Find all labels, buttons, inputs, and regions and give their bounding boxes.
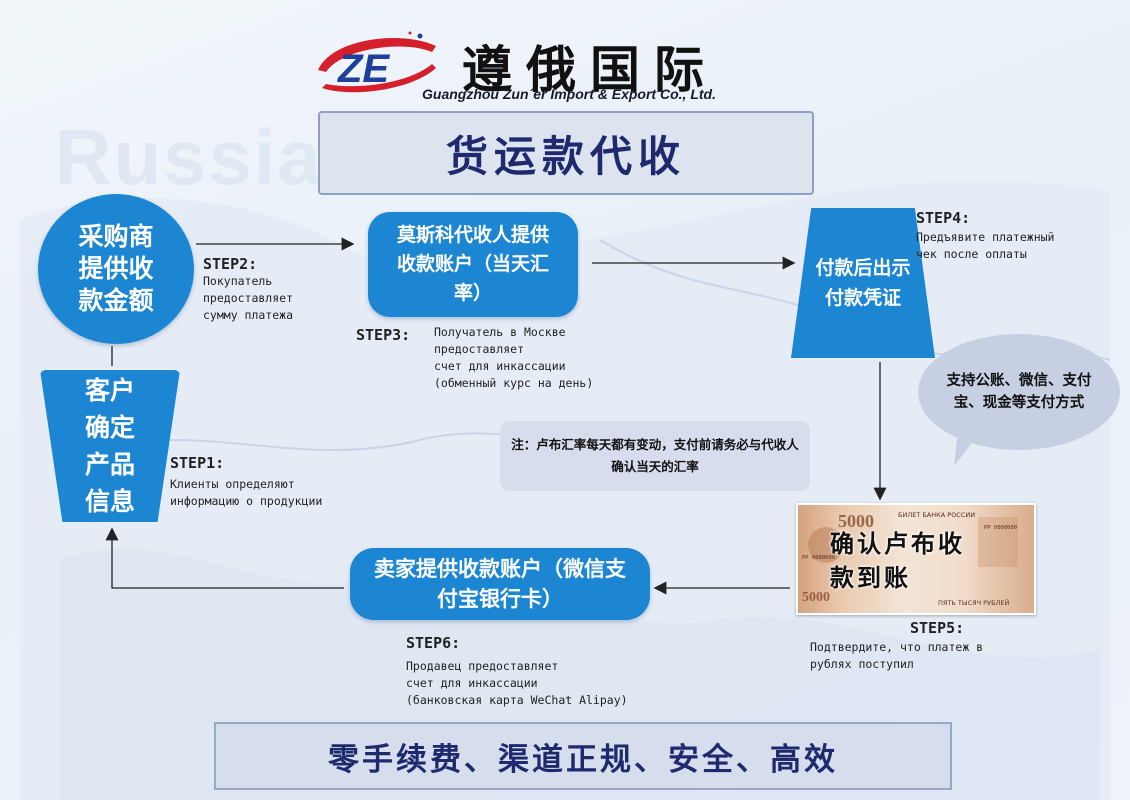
- banknote-serial: РР 0000000: [984, 525, 1017, 531]
- banknote-artwork: 5000 5000 БИЛЕТ БАНКА РОССИИ РР 0000000 …: [802, 511, 1018, 607]
- exchange-rate-note: 注：卢布汇率每天都有变动，支付前请务必与代收人确认当天的汇率: [500, 421, 810, 491]
- step5-text: Подтвердите, что платеж в рублях поступи…: [810, 640, 984, 671]
- node-moscow-agent: 莫斯科代收人提供收款账户（当天汇率）: [368, 212, 578, 317]
- company-name-chinese: 遵俄国际: [462, 41, 718, 99]
- node-moscow-agent-label: 莫斯科代收人提供收款账户（当天汇率）: [396, 224, 549, 304]
- step6-text: Продавец предоставляет счет для инкассац…: [406, 659, 628, 707]
- confirm-rubles-label: 确认卢布收款到账: [830, 530, 965, 592]
- step4-label: STEP4:: [916, 209, 971, 227]
- page-title: 货运款代收: [445, 131, 686, 181]
- background-watermark: Russia: [55, 113, 323, 201]
- logo-text: ZE: [337, 47, 390, 91]
- node-payment-proof: 付款后出示付款凭证: [791, 208, 935, 358]
- step3-text: Получатель в Москве предоставляет счет д…: [434, 325, 594, 390]
- node-seller-account-label: 卖家提供收款账户（微信支付宝银行卡）: [374, 557, 626, 611]
- payment-methods-bubble: 支持公账、微信、支付宝、现金等支付方式: [918, 334, 1120, 450]
- step1-label: STEP1:: [170, 454, 225, 472]
- banknote-serial-left: РР 0000000: [802, 555, 835, 561]
- arrow-step6: [105, 527, 344, 589]
- step5-label: STEP5:: [910, 619, 965, 637]
- banknote-denomination-corner: 5000: [802, 590, 830, 605]
- banknote-amount-words: ПЯТЬ ТЫСЯЧ РУБЛЕЙ: [938, 598, 1010, 607]
- slogan-text: 零手续费、渠道正规、安全、高效: [328, 741, 838, 778]
- payment-methods-text: 支持公账、微信、支付宝、现金等支付方式: [946, 373, 1092, 411]
- step6-label: STEP6:: [406, 634, 461, 652]
- node-payment-proof-label: 付款后出示付款凭证: [815, 257, 911, 309]
- company-logo: ZE: [318, 31, 436, 93]
- title-banner: 货运款代收: [318, 111, 814, 195]
- exchange-rate-note-text: 注：卢布汇率每天都有变动，支付前请务必与代收人确认当天的汇率: [511, 437, 799, 474]
- step3-label: STEP3:: [356, 326, 411, 344]
- node-customer-info: 客户确定产品信息: [40, 370, 180, 522]
- banknote-header: БИЛЕТ БАНКА РОССИИ: [898, 511, 975, 519]
- step2-label: STEP2:: [203, 255, 258, 273]
- ruble-banknote-image: 5000 5000 БИЛЕТ БАНКА РОССИИ РР 0000000 …: [796, 503, 1036, 615]
- node-buyer-amount: 采购商提供收款金额: [38, 194, 194, 344]
- company-name-english: Guangzhou Zun´er Import & Export Co., Lt…: [422, 86, 716, 102]
- node-customer-info-label: 客户确定产品信息: [84, 376, 135, 516]
- step4-text: Предъявите платежный чек после оплаты: [916, 230, 1055, 261]
- step1-text: Клиенты определяют информацию о продукци…: [170, 477, 323, 508]
- node-seller-account: 卖家提供收款账户（微信支付宝银行卡）: [350, 548, 650, 620]
- node-buyer-amount-label: 采购商提供收款金额: [78, 222, 154, 315]
- slogan-banner: 零手续费、渠道正规、安全、高效: [214, 722, 952, 790]
- banknote-denomination: 5000: [838, 511, 874, 531]
- step2-text: Покупатель предоставляет сумму платежа: [203, 274, 294, 322]
